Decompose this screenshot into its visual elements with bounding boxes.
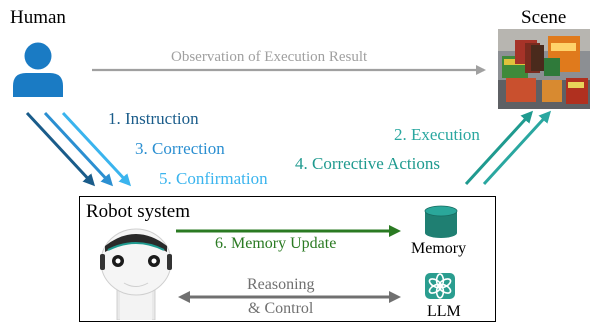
correction-arrow — [43, 111, 114, 187]
human-label: Human — [10, 7, 66, 28]
execution-label: 2. Execution — [394, 125, 480, 144]
database-icon — [424, 205, 458, 238]
confirmation-arrow — [61, 111, 132, 187]
robot-head-icon — [100, 228, 172, 320]
robot-system-label: Robot system — [86, 201, 190, 222]
scene-label: Scene — [521, 7, 567, 28]
memory-label: Memory — [411, 240, 467, 257]
corrective-actions-arrow — [464, 110, 534, 186]
scene-photo — [498, 29, 590, 109]
person-icon — [13, 42, 63, 97]
llm-label: LLM — [427, 303, 461, 320]
observation-label: Observation of Execution Result — [171, 49, 368, 65]
instruction-label: 1. Instruction — [108, 109, 199, 128]
correction-label: 3. Correction — [135, 139, 225, 158]
confirmation-label: 5. Confirmation — [159, 169, 268, 188]
execution-arrow — [482, 110, 552, 186]
memory-update-label: 6. Memory Update — [215, 235, 337, 252]
instruction-arrow — [25, 111, 96, 187]
reasoning-label: Reasoning — [247, 276, 315, 293]
robot-system-box — [79, 196, 496, 322]
control-label: & Control — [248, 300, 314, 317]
openai-logo-icon — [425, 273, 455, 299]
corrective-actions-label: 4. Corrective Actions — [295, 154, 440, 173]
